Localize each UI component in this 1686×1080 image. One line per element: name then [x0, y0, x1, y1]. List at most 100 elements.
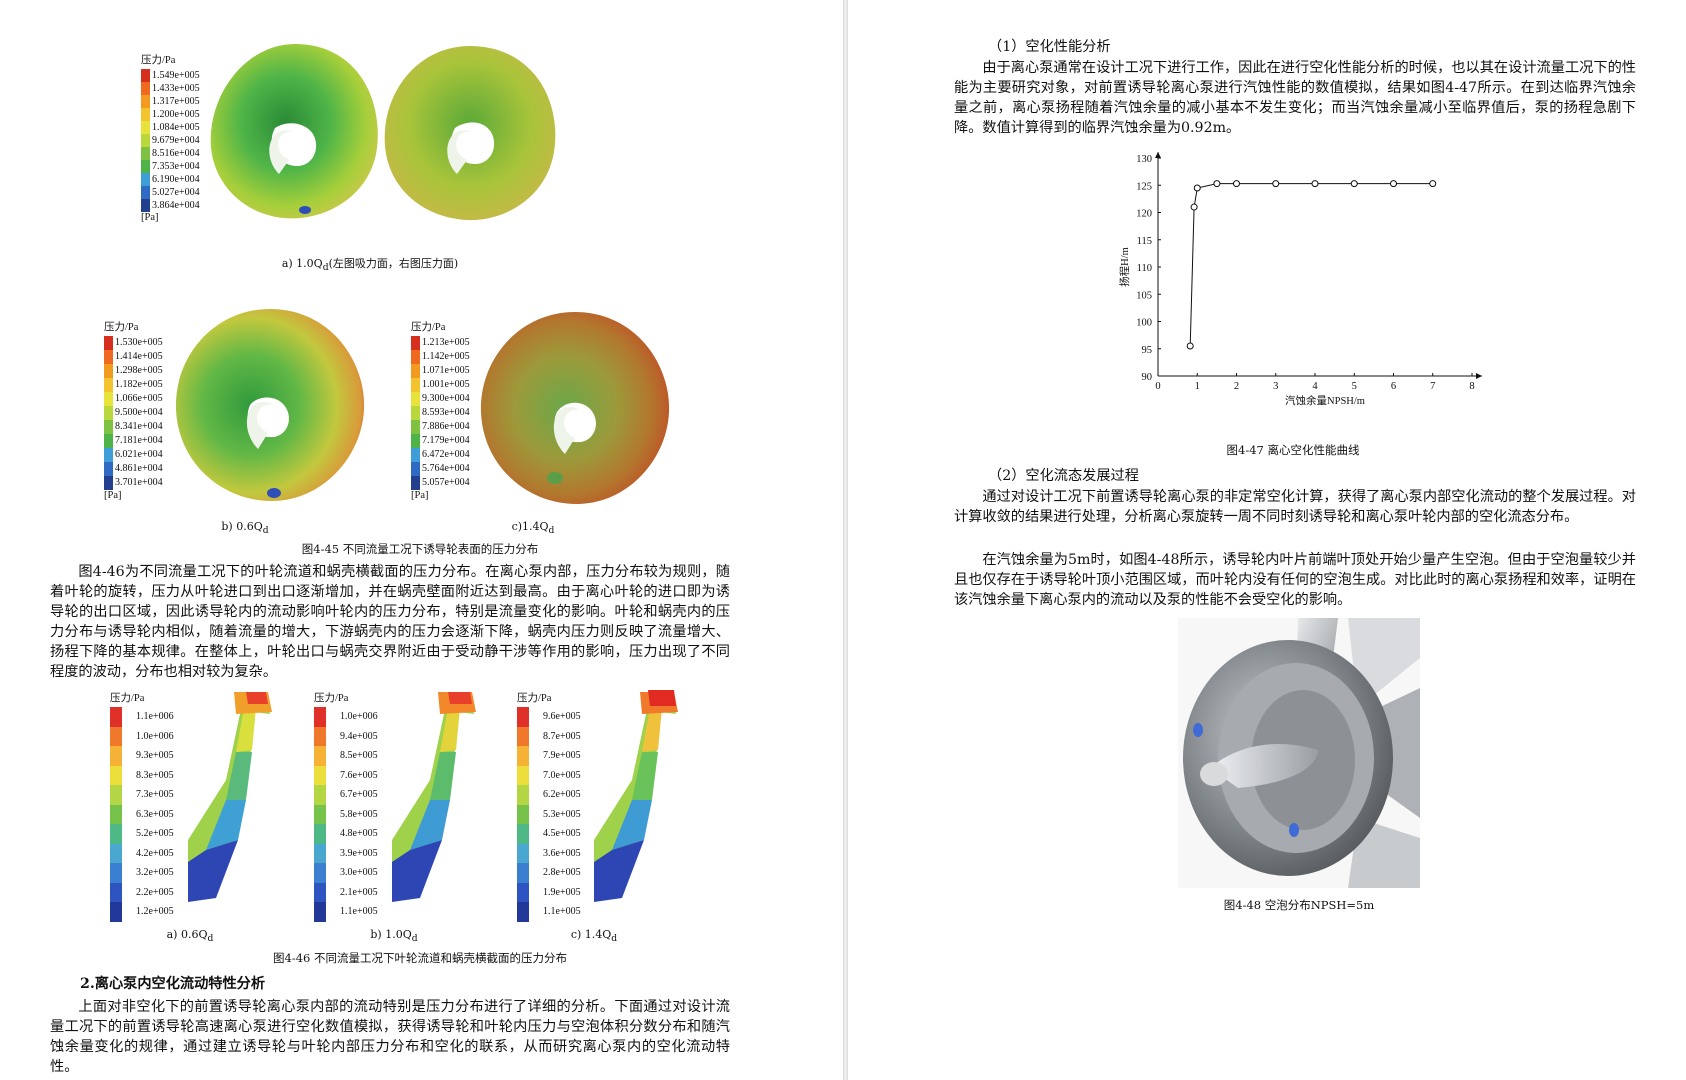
- legend-swatch: [517, 824, 529, 844]
- data-point: [1429, 180, 1437, 188]
- x-axis-label: 汽蚀余量NPSH/m: [1285, 394, 1365, 407]
- legend-swatch: [517, 785, 529, 805]
- fig446a-section-image: [188, 692, 272, 902]
- legend-swatch: [141, 82, 150, 95]
- legend-swatch: [314, 804, 326, 824]
- data-point: [1233, 180, 1240, 188]
- fig446a-caption: a) 0.6Qd: [166, 928, 214, 945]
- legend-title: 压力/Pa: [104, 322, 139, 333]
- legend-swatches: [110, 707, 122, 922]
- legend-swatch: [104, 462, 113, 476]
- legend-value: 7.886e+004: [422, 421, 470, 432]
- legend-value: 3.0e+005: [340, 867, 378, 878]
- fig445a-caption: a) 1.0Qd(左图吸力面，右图压力面): [281, 257, 459, 274]
- y-tick-label: 110: [1137, 263, 1152, 274]
- legend-swatch: [104, 378, 113, 392]
- legend-value: 6.021e+004: [115, 449, 163, 460]
- fig445c-inducer-image: [480, 312, 670, 504]
- legend-value: 1.433e+005: [152, 83, 200, 94]
- legend-value: 6.3e+005: [136, 808, 174, 820]
- legend-value: 5.3e+005: [543, 808, 581, 820]
- legend-title: 压力/Pa: [411, 322, 446, 333]
- y-tick-label: 105: [1136, 290, 1152, 301]
- data-point: [1390, 180, 1397, 188]
- legend-swatch: [314, 824, 326, 844]
- legend-swatch: [314, 707, 326, 727]
- x-tick-label: 0: [1155, 381, 1160, 392]
- fig447-caption: 图4-47 离心空化性能曲线: [1226, 443, 1360, 457]
- legend-swatch: [141, 186, 150, 199]
- data-point: [1213, 180, 1221, 188]
- x-axis-arrow: [1476, 373, 1482, 379]
- section-heading: 2.离心泵内空化流动特性分析: [80, 976, 266, 992]
- legend-value: 4.8e+005: [340, 828, 378, 839]
- y-axis-label: 扬程H/m: [1118, 247, 1131, 287]
- legend-swatch: [141, 69, 150, 82]
- legend-title: 压力/Pa: [314, 693, 349, 704]
- legend-value: 5.027e+004: [152, 187, 200, 198]
- legend-swatch: [411, 350, 420, 364]
- fig445a-inducer-images: [210, 44, 556, 221]
- body-paragraph: 通过对设计工况下前置诱导轮离心泵的非定常空化计算，获得了离心泵内部空化流动的整个…: [954, 489, 1636, 525]
- legend-swatch: [314, 902, 326, 922]
- legend-swatch: [314, 863, 326, 883]
- x-tick-label: 4: [1312, 381, 1318, 392]
- legend-value: 8.3e+005: [136, 769, 174, 781]
- legend-value: 1.0e+006: [340, 711, 378, 722]
- legend-value: 3.864e+004: [152, 200, 200, 211]
- y-tick-label: 130: [1136, 154, 1152, 165]
- legend-swatch: [517, 726, 529, 746]
- fig446c-section-image: [594, 690, 678, 902]
- legend-value: 1.530e+005: [115, 337, 163, 348]
- inducer-pressure-surface: [384, 46, 556, 221]
- legend-value: 9.4e+005: [340, 730, 378, 742]
- y-tick-label: 90: [1142, 372, 1153, 383]
- legend-swatch: [517, 804, 529, 824]
- legend-swatch: [110, 707, 122, 727]
- legend-swatch: [411, 476, 420, 490]
- legend-value: 5.8e+005: [340, 808, 378, 820]
- body-paragraph: 上面对非空化下的前置诱导轮离心泵内部的流动特别是压力分布进行了详细的分析。下面通…: [50, 999, 730, 1075]
- legend-value: 3.2e+005: [136, 867, 174, 878]
- legend-value: 1.142e+005: [422, 351, 470, 362]
- legend-swatch: [141, 95, 150, 108]
- x-tick-label: 3: [1273, 381, 1278, 392]
- fig445b-caption: b) 0.6Qd: [221, 520, 269, 537]
- legend-value: 7.3e+005: [136, 789, 174, 800]
- legend-swatch: [141, 173, 150, 186]
- data-point: [1350, 180, 1358, 188]
- legend-swatch: [104, 364, 113, 378]
- legend-value: 5.057e+004: [422, 477, 470, 488]
- legend-swatch: [110, 863, 122, 883]
- legend-swatch: [104, 448, 113, 462]
- legend-swatch: [141, 108, 150, 121]
- legend-value: 1.2e+005: [136, 906, 174, 917]
- legend-swatch: [110, 882, 122, 902]
- legend-value: 4.5e+005: [543, 828, 581, 839]
- legend-swatch: [411, 378, 420, 392]
- legend-swatches: [141, 69, 150, 212]
- legend-value: 6.7e+005: [340, 789, 378, 800]
- data-point: [1186, 342, 1194, 350]
- y-tick-label: 95: [1142, 345, 1153, 356]
- legend-value: 1.066e+005: [115, 393, 163, 404]
- legend-unit: [Pa]: [104, 490, 122, 501]
- inducer-suction-surface: [210, 44, 378, 219]
- legend-swatch: [411, 420, 420, 434]
- legend-swatch: [411, 406, 420, 420]
- legend-swatch: [517, 902, 529, 922]
- legend-swatch: [517, 863, 529, 883]
- x-tick-label: 8: [1469, 381, 1474, 392]
- legend-value: 1.414e+005: [115, 351, 163, 362]
- legend-unit: [Pa]: [411, 490, 429, 501]
- y-tick-label: 100: [1136, 318, 1152, 329]
- legend-swatch: [141, 199, 150, 212]
- legend-swatch: [517, 843, 529, 863]
